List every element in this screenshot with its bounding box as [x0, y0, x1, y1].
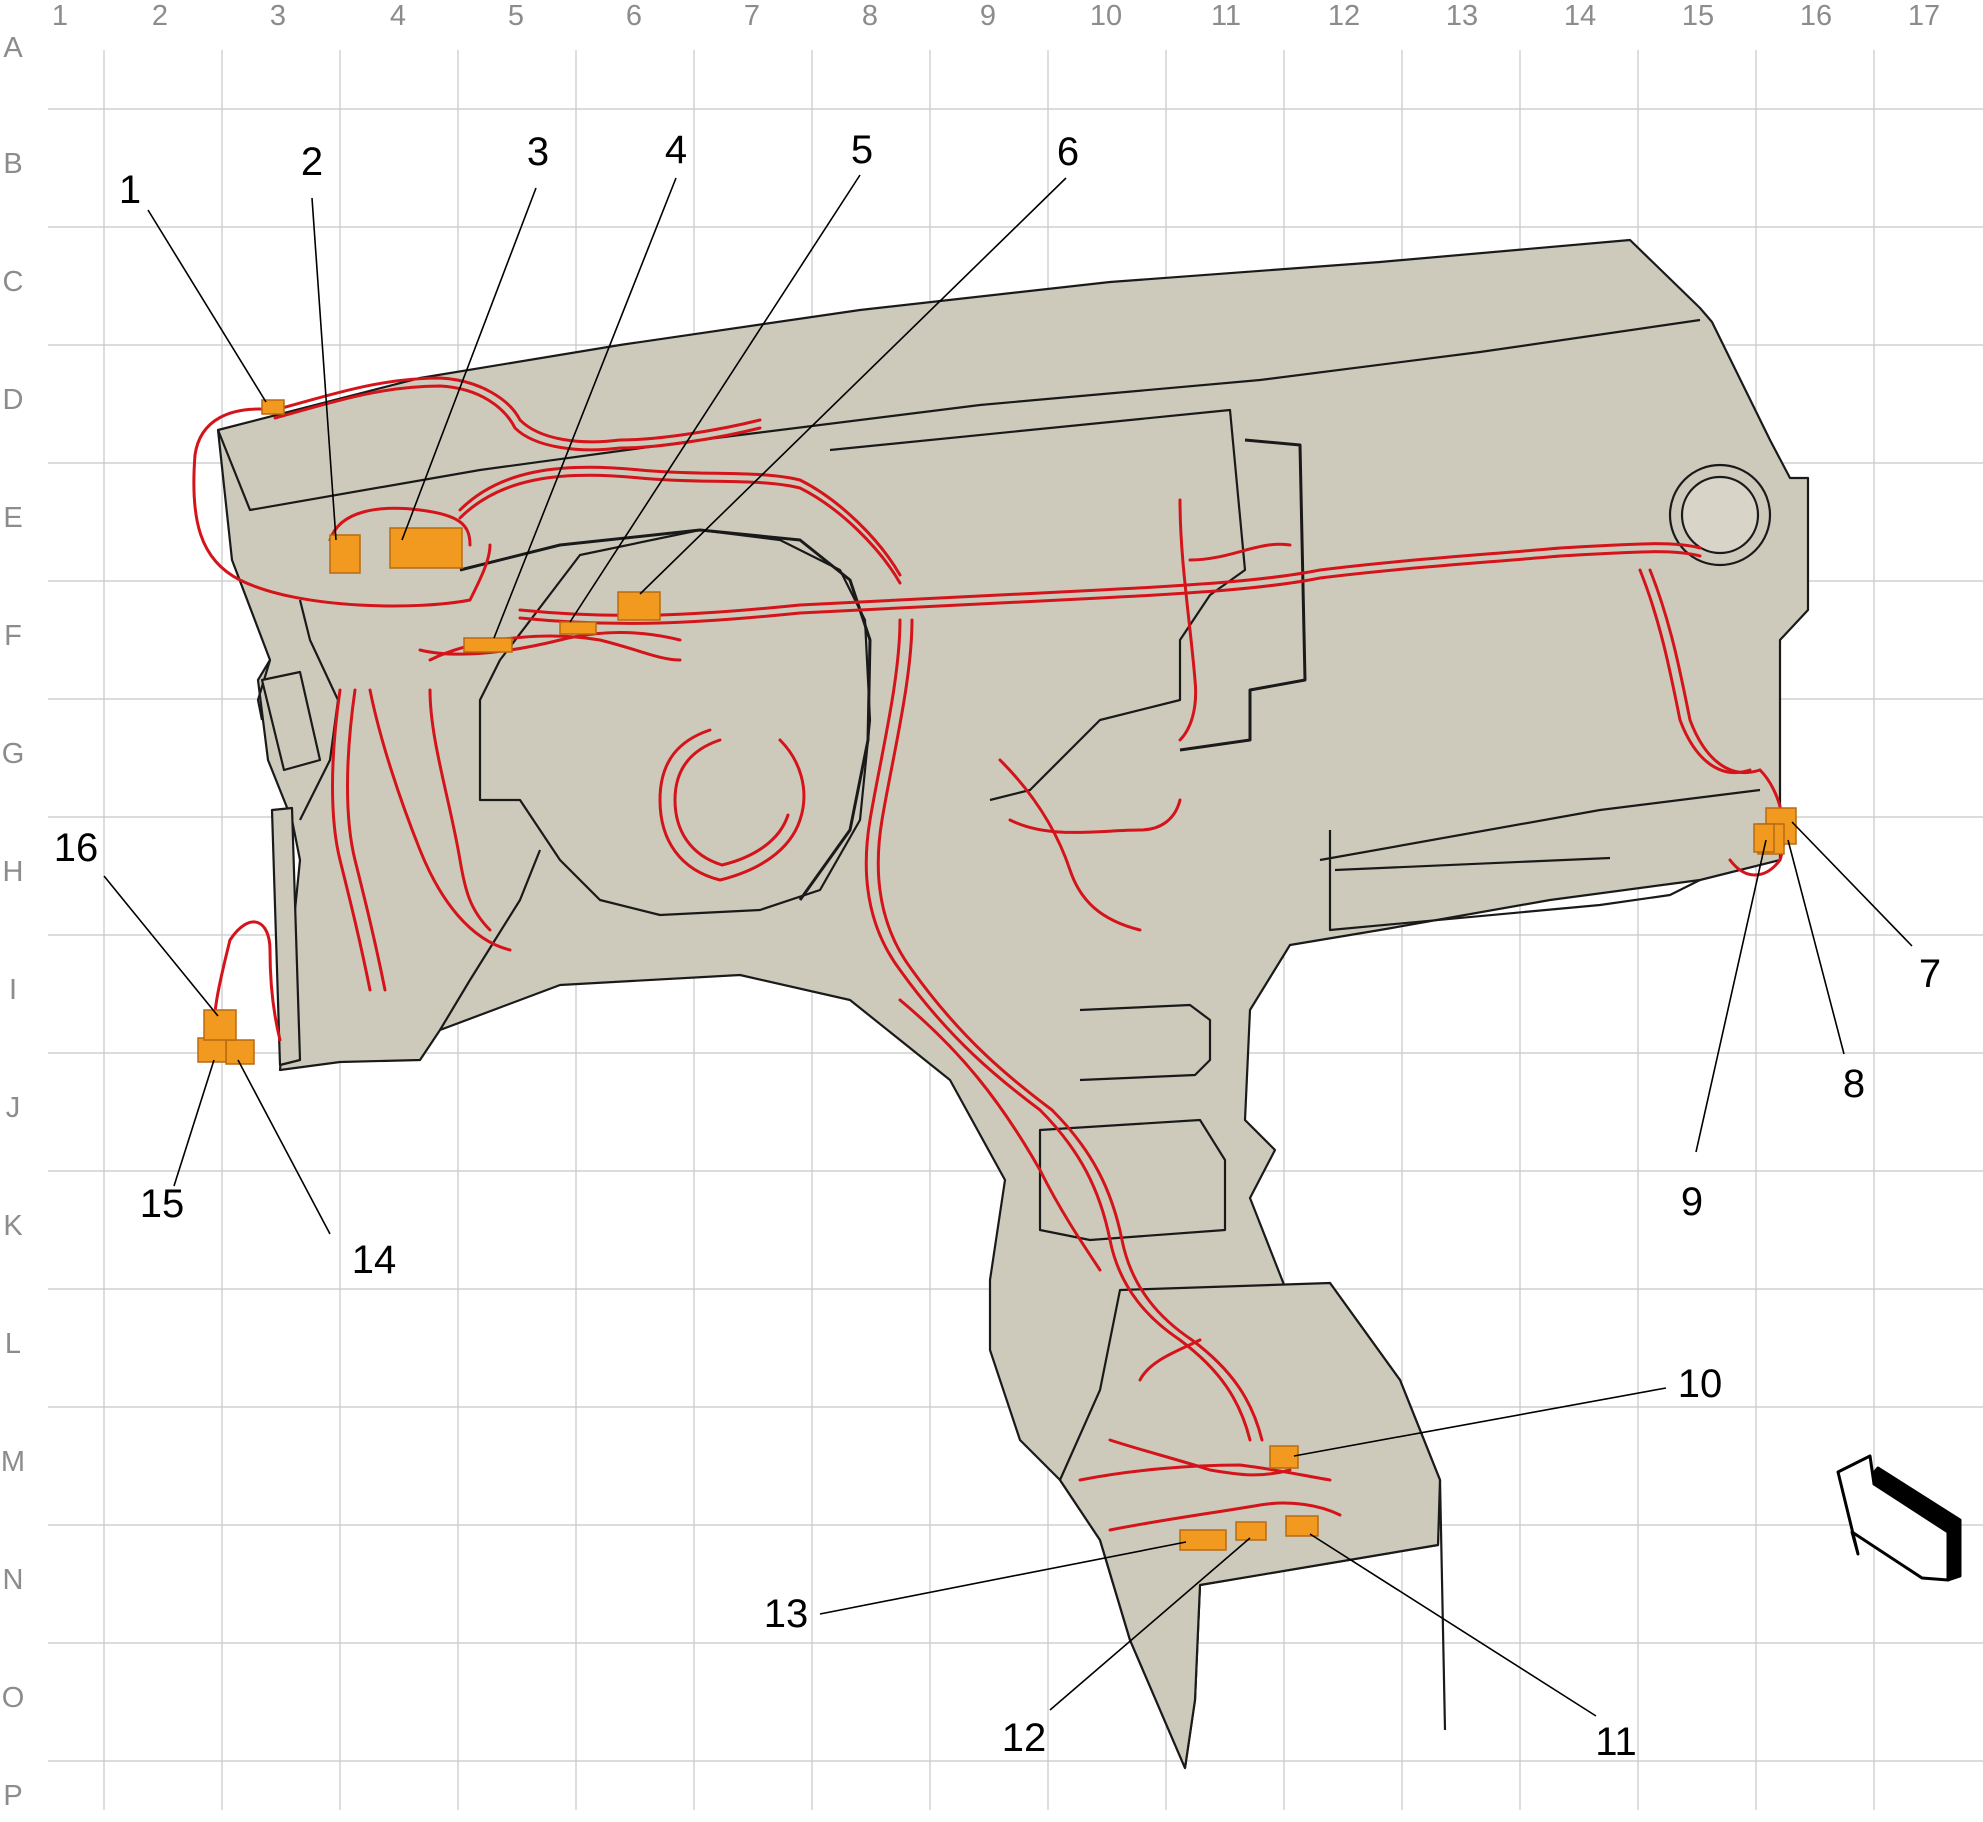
leader-lines	[103, 174, 1913, 1717]
connector-12	[1235, 1521, 1267, 1541]
callout-12: 12	[1001, 1716, 1047, 1760]
column-label: 10	[1089, 0, 1123, 32]
callout-13: 13	[763, 1592, 809, 1636]
row-label: N	[2, 1564, 24, 1596]
row-label: G	[1, 738, 25, 770]
callout-11: 11	[1595, 1720, 1637, 1764]
callout-15: 15	[139, 1182, 185, 1226]
callout-16: 16	[53, 826, 99, 870]
callout-9: 9	[1680, 1180, 1704, 1224]
column-label: 8	[861, 0, 879, 32]
row-label: D	[2, 384, 24, 416]
column-label: 17	[1907, 0, 1941, 32]
connector-15	[197, 1037, 227, 1063]
connector-2	[329, 534, 361, 574]
column-label: 2	[151, 0, 169, 32]
connector-10	[1269, 1445, 1299, 1469]
row-label: A	[3, 32, 23, 64]
callout-14: 14	[351, 1238, 397, 1282]
connector-11	[1285, 1515, 1319, 1537]
row-label: C	[2, 266, 24, 298]
column-label: 9	[979, 0, 997, 32]
row-label: E	[3, 502, 23, 534]
connector-6	[617, 591, 661, 621]
connector-1	[261, 399, 285, 415]
callout-2: 2	[300, 140, 324, 184]
view-direction-arrow-icon	[1836, 1454, 1962, 1582]
callout-7: 7	[1918, 952, 1942, 996]
row-label: L	[4, 1328, 22, 1360]
row-label: M	[0, 1446, 26, 1478]
row-label: O	[1, 1682, 25, 1714]
row-label: K	[3, 1210, 23, 1242]
connectors	[197, 399, 1797, 1551]
column-label: 1	[51, 0, 69, 32]
connector-16	[203, 1009, 237, 1041]
row-label: B	[3, 148, 23, 180]
row-label: F	[4, 620, 22, 652]
column-label: 14	[1563, 0, 1597, 32]
column-label: 3	[269, 0, 287, 32]
column-label: 13	[1445, 0, 1479, 32]
column-label: 5	[507, 0, 525, 32]
row-label: H	[2, 856, 24, 888]
callout-10: 10	[1677, 1362, 1723, 1406]
row-label: J	[5, 1092, 21, 1124]
connector-4	[463, 637, 513, 653]
connector-13	[1179, 1529, 1227, 1551]
connector-5	[559, 621, 597, 635]
connector-3	[389, 527, 463, 569]
column-label: 4	[389, 0, 407, 32]
row-label: I	[8, 974, 18, 1006]
callout-4: 4	[664, 128, 688, 172]
column-label: 12	[1327, 0, 1361, 32]
callout-1: 1	[118, 168, 142, 212]
connector-14	[225, 1039, 255, 1065]
dashboard	[216, 238, 1810, 1770]
callout-6: 6	[1056, 130, 1080, 174]
callout-3: 3	[526, 130, 550, 174]
row-label: P	[3, 1780, 23, 1812]
wiring-harness	[192, 376, 1786, 1532]
column-label: 11	[1210, 0, 1242, 32]
column-label: 15	[1681, 0, 1715, 32]
column-label: 16	[1799, 0, 1833, 32]
column-label: 7	[743, 0, 761, 32]
column-label: 6	[625, 0, 643, 32]
callout-5: 5	[850, 128, 874, 172]
callout-8: 8	[1842, 1062, 1866, 1106]
